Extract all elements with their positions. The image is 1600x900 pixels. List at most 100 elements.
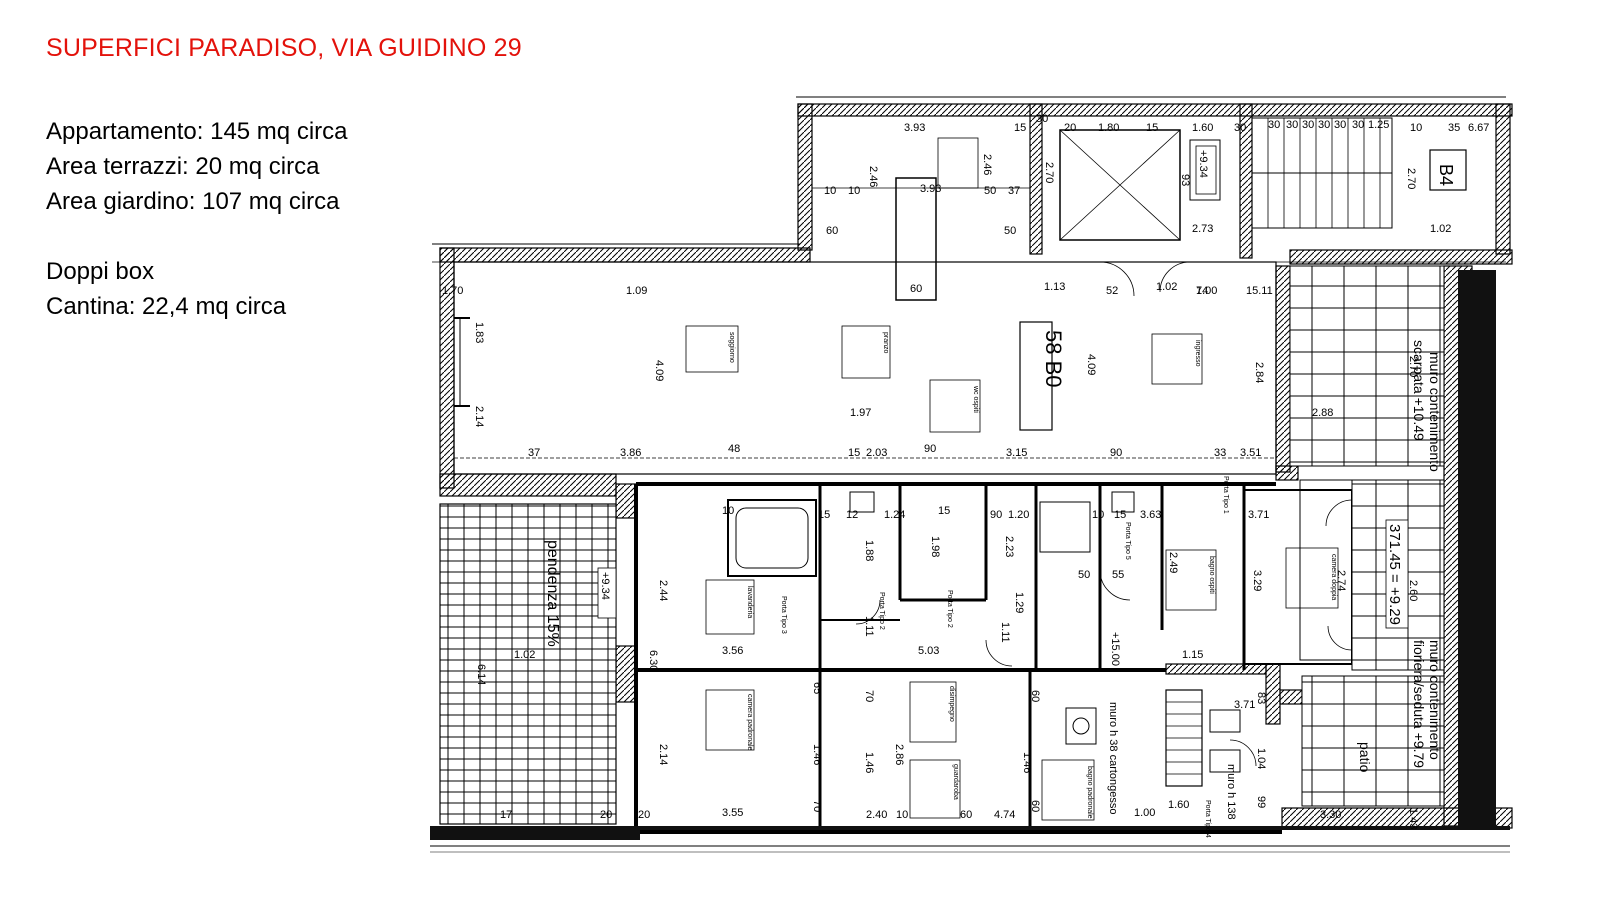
svg-text:12: 12 — [846, 509, 858, 521]
svg-text:1.00: 1.00 — [1134, 807, 1155, 819]
room-label: soggiorno — [728, 332, 735, 363]
svg-text:48: 48 — [728, 443, 740, 455]
floor-plan: 58 B0 +9.34 B4 +9.34 pendenza 15% 371.45… — [430, 96, 1513, 853]
svg-text:70: 70 — [811, 800, 823, 812]
svg-text:1.02: 1.02 — [514, 649, 535, 661]
svg-text:3.86: 3.86 — [620, 447, 641, 459]
svg-text:15.11: 15.11 — [1246, 285, 1273, 297]
svg-text:10: 10 — [896, 809, 908, 821]
svg-text:2.88: 2.88 — [1312, 407, 1333, 419]
svg-text:1.60: 1.60 — [1192, 122, 1213, 134]
svg-text:1.46: 1.46 — [811, 744, 823, 765]
porta-label: Porta Tipo 5 — [1124, 522, 1131, 560]
svg-text:3.71: 3.71 — [1234, 699, 1255, 711]
svg-text:90: 90 — [990, 509, 1002, 521]
svg-text:50: 50 — [984, 185, 996, 197]
svg-text:30: 30 — [1268, 119, 1280, 131]
svg-text:99: 99 — [1255, 796, 1267, 808]
svg-text:1.11: 1.11 — [999, 622, 1011, 643]
svg-text:2.46: 2.46 — [867, 166, 879, 187]
svg-text:3.93: 3.93 — [920, 183, 941, 195]
svg-text:3.51: 3.51 — [1240, 447, 1261, 459]
svg-text:90: 90 — [1110, 447, 1122, 459]
svg-text:2.70: 2.70 — [1407, 356, 1419, 377]
porta-label: Porta Tipo 4 — [1204, 800, 1211, 838]
svg-text:2.49: 2.49 — [1167, 552, 1179, 573]
svg-text:10: 10 — [722, 505, 734, 517]
svg-text:3.63: 3.63 — [1140, 509, 1161, 521]
level-terrace-label: +9.34 — [599, 572, 611, 600]
svg-text:2.40: 2.40 — [866, 809, 887, 821]
svg-text:1.43: 1.43 — [1407, 808, 1419, 829]
svg-text:4.09: 4.09 — [653, 360, 665, 381]
svg-text:20: 20 — [1064, 122, 1076, 134]
svg-text:1.00: 1.00 — [1196, 285, 1217, 297]
svg-text:30: 30 — [1286, 119, 1298, 131]
svg-text:2.03: 2.03 — [866, 447, 887, 459]
appartamento-area: Appartamento: 145 mq circa — [46, 118, 348, 145]
room-label: ingresso — [1194, 340, 1201, 367]
svg-text:3.29: 3.29 — [1251, 570, 1263, 591]
svg-text:1.24: 1.24 — [884, 509, 905, 521]
svg-text:1.04: 1.04 — [1255, 748, 1267, 769]
svg-text:2.46: 2.46 — [981, 154, 993, 175]
level-right-label: 371.45 = +9.29 — [1386, 524, 1403, 625]
svg-text:30: 30 — [1352, 119, 1364, 131]
svg-text:37: 37 — [528, 447, 540, 459]
svg-text:2.74: 2.74 — [1335, 570, 1347, 591]
svg-text:2.14: 2.14 — [473, 406, 485, 427]
svg-text:1.88: 1.88 — [863, 540, 875, 561]
muro-bottom-label: muro contenimento — [1427, 640, 1443, 760]
svg-text:15: 15 — [1114, 509, 1126, 521]
svg-text:1.46: 1.46 — [1021, 752, 1033, 773]
svg-text:1.70: 1.70 — [442, 285, 463, 297]
svg-text:2.60: 2.60 — [1407, 580, 1419, 601]
svg-text:1.15: 1.15 — [1182, 649, 1203, 661]
svg-text:50: 50 — [1078, 569, 1090, 581]
dimensions-vertical: 2.46 2.46 2.70 93 2.70 4.09 4.09 2.84 1.… — [473, 154, 1419, 829]
room-label: camera doppia — [1330, 554, 1337, 600]
dimensions-horizontal: 3.93 15 30 20 1.80 15 1.60 30 30 30 30 3… — [442, 113, 1489, 821]
svg-text:83: 83 — [1255, 692, 1267, 704]
svg-text:1.02: 1.02 — [1430, 223, 1451, 235]
svg-text:90: 90 — [924, 443, 936, 455]
svg-text:60: 60 — [1029, 800, 1041, 812]
svg-text:30: 30 — [1036, 113, 1048, 125]
room-label: camera padronale — [746, 694, 753, 751]
svg-text:1.29: 1.29 — [1013, 592, 1025, 613]
giardino-area: Area giardino: 107 mq circa — [46, 188, 340, 215]
box-info: Doppi box — [46, 258, 155, 285]
svg-text:30: 30 — [1318, 119, 1330, 131]
cantina-area: Cantina: 22,4 mq circa — [46, 293, 287, 320]
scarpata-label: scarpata +10.49 — [1411, 340, 1427, 441]
muro-h138-label: muro h 138 — [1225, 764, 1237, 820]
room-label: lavanderia — [746, 586, 753, 618]
svg-text:60: 60 — [910, 283, 922, 295]
svg-text:3.71: 3.71 — [1248, 509, 1269, 521]
svg-text:2.84: 2.84 — [1253, 362, 1265, 383]
svg-text:20: 20 — [600, 809, 612, 821]
svg-text:4.74: 4.74 — [994, 809, 1015, 821]
svg-text:10: 10 — [824, 185, 836, 197]
svg-text:1.25: 1.25 — [1368, 119, 1389, 131]
svg-text:2.86: 2.86 — [893, 744, 905, 765]
svg-text:1.20: 1.20 — [1008, 509, 1029, 521]
svg-text:52: 52 — [1106, 285, 1118, 297]
svg-text:3.55: 3.55 — [722, 807, 743, 819]
svg-text:1.60: 1.60 — [1168, 799, 1189, 811]
svg-text:50: 50 — [1004, 225, 1016, 237]
svg-text:2.70: 2.70 — [1043, 162, 1055, 183]
svg-text:37: 37 — [1008, 185, 1020, 197]
svg-text:10: 10 — [1410, 122, 1422, 134]
svg-text:3.15: 3.15 — [1006, 447, 1027, 459]
svg-text:60: 60 — [1029, 690, 1041, 702]
svg-text:4.09: 4.09 — [1085, 354, 1097, 375]
room-label: disimpegno — [948, 686, 955, 722]
porta-label: Porta Tipo 3 — [780, 596, 787, 634]
room-label: bagno ospiti — [1208, 556, 1215, 594]
svg-text:2.73: 2.73 — [1192, 223, 1213, 235]
svg-text:3.56: 3.56 — [722, 645, 743, 657]
level-top-label: +9.34 — [1197, 150, 1209, 178]
svg-text:3.93: 3.93 — [904, 122, 925, 134]
svg-text:1.11: 1.11 — [863, 616, 875, 637]
